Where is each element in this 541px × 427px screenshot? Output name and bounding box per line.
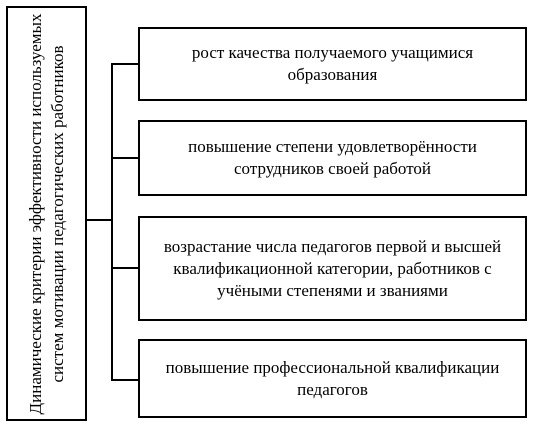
branch-connector-3 [111,267,138,269]
branch-connector-2 [111,157,138,159]
criterion-label: повышение степени удовлетворённости сотр… [188,137,477,178]
criterion-label: возрастание числа педагогов первой и выс… [163,236,502,300]
root-node: Динамические критерии эффективности испо… [6,6,87,421]
criterion-node: рост качества получаемого учащимися обра… [138,27,527,101]
criterion-label: повышение профессиональной квалификации … [165,357,500,399]
criterion-label: рост качества получаемого учащимися обра… [191,43,474,84]
branch-connector-1 [111,63,138,65]
vertical-trunk [111,63,113,381]
criterion-node: возрастание числа педагогов первой и выс… [138,216,527,321]
root-label: Динамические критерии эффективности испо… [25,13,67,414]
branch-connector-4 [111,379,138,381]
criterion-node: повышение профессиональной квалификации … [138,339,527,418]
criterion-node: повышение степени удовлетворённости сотр… [138,120,527,196]
root-connector [87,219,111,221]
